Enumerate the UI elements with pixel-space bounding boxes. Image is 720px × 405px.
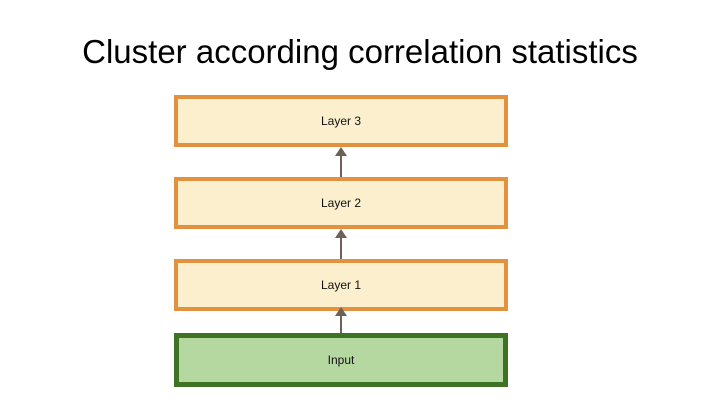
page-title: Cluster according correlation statistics (82, 33, 638, 70)
node-input[interactable]: Input (174, 333, 508, 387)
node-layer3-label: Layer 3 (320, 114, 362, 128)
arrow-shaft (340, 154, 342, 177)
arrow-shaft (340, 314, 342, 333)
arrow-shaft (340, 236, 342, 259)
node-input-label: Input (327, 353, 355, 367)
arrow-layer2-to-layer3 (333, 147, 349, 177)
arrow-up-icon (335, 229, 347, 238)
node-layer1[interactable]: Layer 1 (174, 259, 508, 311)
node-layer1-label: Layer 1 (320, 278, 362, 292)
node-layer2[interactable]: Layer 2 (174, 177, 508, 229)
arrow-layer1-to-layer2 (333, 229, 349, 259)
layer-stack-diagram: Layer 3 Layer 2 Layer 1 Input (174, 95, 508, 387)
arrow-up-icon (335, 147, 347, 156)
node-layer3[interactable]: Layer 3 (174, 95, 508, 147)
node-layer2-label: Layer 2 (320, 196, 362, 210)
